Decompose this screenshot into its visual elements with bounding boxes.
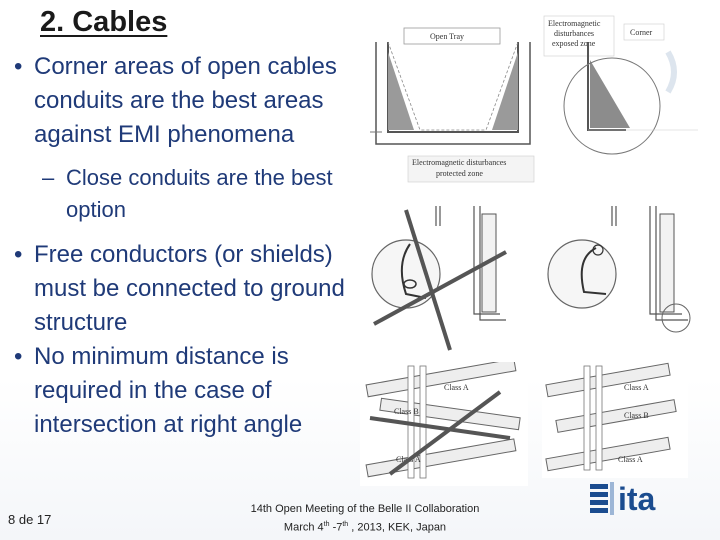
exposed-zone-label-3: exposed zone — [552, 39, 596, 48]
corner-label: Corner — [630, 28, 653, 37]
class-b-label-2: Class B — [624, 411, 649, 420]
bullet-text: Corner areas of open cables conduits are… — [34, 53, 337, 148]
meeting-line-2: March 4th -7th , 2013, KEK, Japan — [283, 521, 447, 534]
protected-zone-label-1: Electromagnetic disturbances — [412, 158, 506, 167]
class-a-label: Class A — [444, 383, 469, 392]
sub-bullet-text: Close conduits are the best option — [66, 165, 333, 222]
bullet-icon: • — [14, 241, 23, 268]
bullet-icon: • — [14, 343, 23, 370]
page-number: 8 de 17 — [8, 512, 52, 527]
dash-icon: – — [42, 165, 55, 190]
bullet-icon: • — [14, 53, 23, 80]
conduit-crosssection-correct — [546, 206, 696, 354]
class-b-label: Class B — [394, 407, 419, 416]
slide-title: 2. Cables — [40, 6, 168, 38]
meeting-line-1: 14th Open Meeting of the Belle II Collab… — [250, 503, 480, 515]
conduit-crosssection-wrong — [370, 206, 516, 354]
bullet-list: • Corner areas of open cables conduits a… — [14, 50, 354, 442]
logo-text: ita — [618, 481, 656, 517]
exposed-zone-label-1: Electromagnetic — [548, 19, 601, 28]
bullet-item: • Corner areas of open cables conduits a… — [14, 50, 354, 152]
bullet-text: Free conductors (or shields) must be con… — [34, 241, 345, 336]
class-a-label-4: Class A — [618, 455, 643, 464]
ita-logo: ita — [590, 481, 656, 517]
protected-zone-label-2: protected zone — [436, 169, 483, 178]
cable-crossing-wrong: Class A Class B Class A — [360, 362, 528, 486]
class-a-label-3: Class A — [624, 383, 649, 392]
meeting-footer: 14th Open Meeting of the Belle II Collab… — [232, 502, 498, 536]
exposed-zone-label-2: disturbances — [554, 29, 594, 38]
sub-bullet-item: – Close conduits are the best option — [14, 162, 354, 226]
open-tray-diagram: Open Tray Electromagnetic disturbances p… — [368, 12, 708, 190]
cable-crossing-correct: Class A Class B Class A — [542, 362, 688, 478]
bullet-item: • No minimum distance is required in the… — [14, 340, 354, 442]
bullet-item: • Free conductors (or shields) must be c… — [14, 238, 354, 340]
bullet-text: No minimum distance is required in the c… — [34, 343, 303, 438]
open-tray-label: Open Tray — [430, 32, 464, 41]
